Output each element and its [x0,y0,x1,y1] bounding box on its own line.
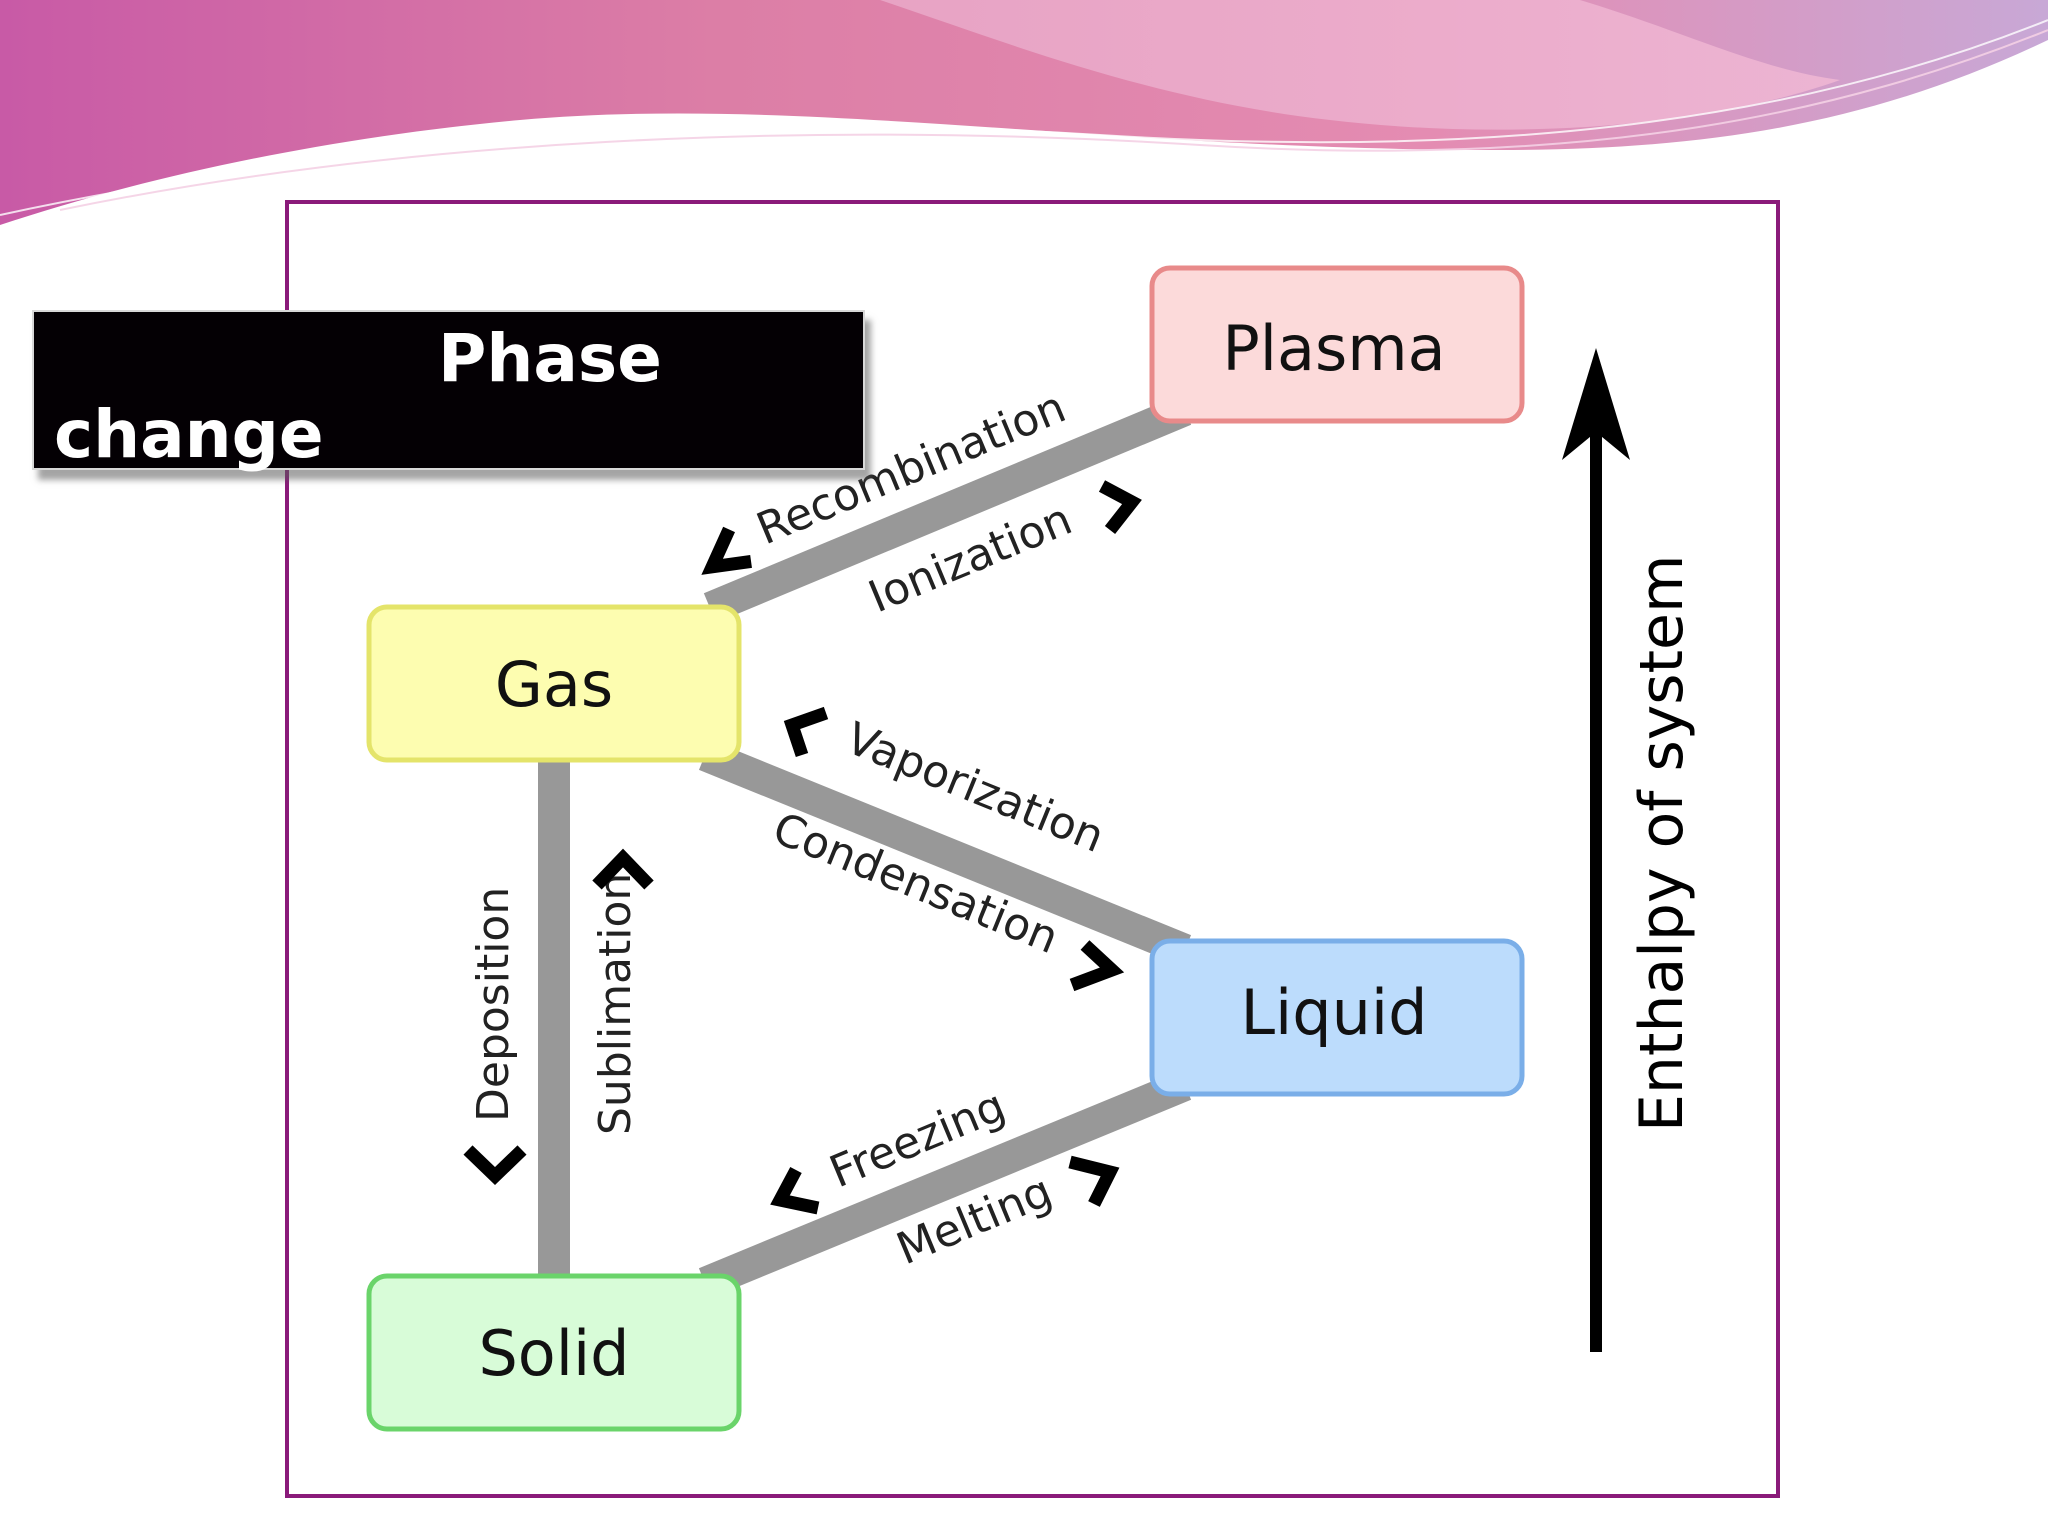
axis-label: Enthalpy of system [1627,555,1697,1132]
enthalpy-axis: Enthalpy of system [1562,348,1697,1352]
chevron-melting-icon [1068,1155,1120,1207]
connector-gas-liquid [698,740,1192,965]
chevron-condensation-icon [1069,940,1125,992]
arrow-up-icon [1562,348,1630,460]
chevron-ionization-icon [1098,480,1142,535]
title-line-2: change [54,396,324,473]
chevron-recombination-icon [701,526,752,575]
title-line-1: Phase [438,320,662,397]
node-gas: Gas [366,604,742,763]
chevron-freezing-icon [770,1166,820,1215]
node-liquid: Liquid [1149,938,1525,1097]
node-solid-label: Solid [478,1317,629,1390]
node-plasma: Plasma [1149,265,1525,424]
label-sublimation: Sublimation [590,873,641,1135]
node-liquid-label: Liquid [1241,976,1428,1049]
connector-gas-plasma [703,395,1192,623]
node-gas-label: Gas [495,648,613,721]
chevron-sublimation-icon [592,848,654,890]
chevron-vaporization-icon [783,706,829,758]
node-solid: Solid [366,1273,742,1432]
connectors [538,395,1192,1298]
chevron-deposition-icon [463,1145,527,1186]
connector-solid-liquid [698,1070,1192,1298]
header-wave [0,0,2048,225]
title-box: Phase change [32,310,865,473]
label-deposition: Deposition [468,887,519,1122]
node-plasma-label: Plasma [1222,312,1445,385]
